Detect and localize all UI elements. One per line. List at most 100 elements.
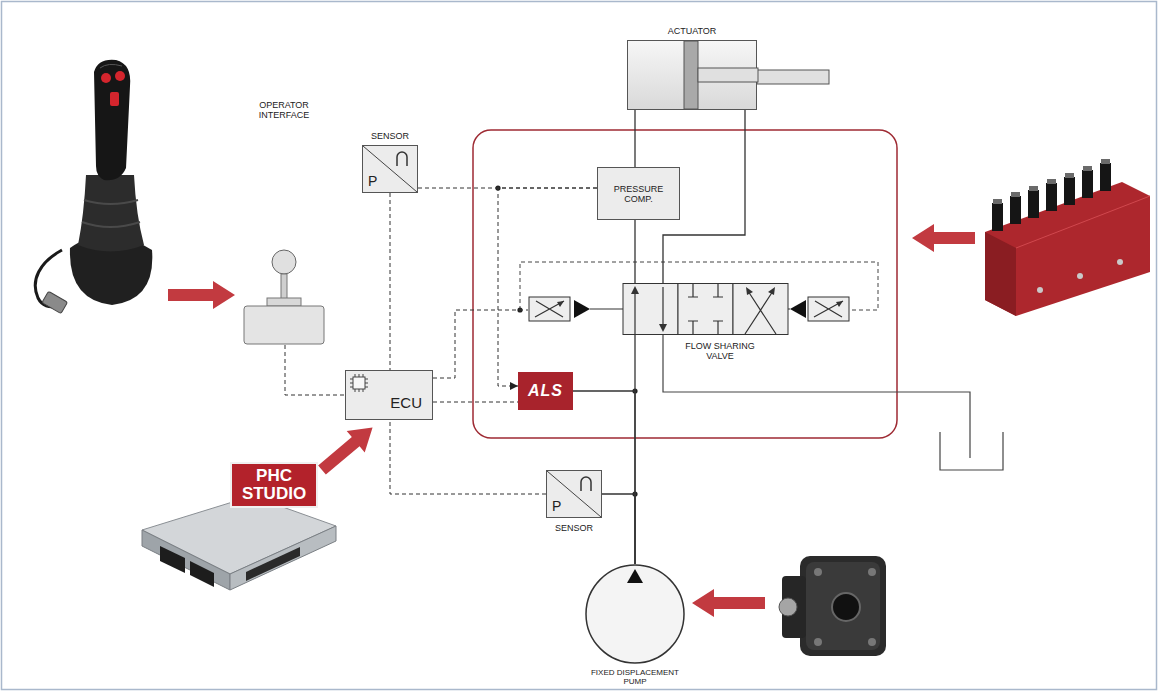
path-shape: [547, 471, 601, 517]
connector-path: [390, 420, 546, 494]
valve-bank-photo: [1011, 192, 1020, 197]
component-label: PRESSURE COMP.: [613, 184, 665, 204]
polygon-shape: [659, 324, 667, 332]
valve-bank-photo: [1065, 173, 1074, 178]
rect-shape: [698, 68, 758, 82]
component-label: SENSOR: [527, 523, 621, 533]
flow-sharing-valve: FLOW SHARING VALVE: [528, 283, 850, 335]
path-shape: [535, 301, 564, 317]
sensor-symbol-letter: P: [552, 499, 561, 514]
pointer-arrow: [313, 417, 382, 481]
valve-bank-photo: [1010, 196, 1021, 224]
pressure-compensator: PRESSURE COMP.: [597, 167, 680, 220]
path-shape: [836, 301, 843, 307]
piston-rod: [757, 70, 829, 84]
path-shape: [581, 477, 591, 491]
valve-bank-photo: [1029, 186, 1038, 191]
polygon-shape: [746, 287, 753, 295]
gear-pump-photo: [814, 568, 822, 576]
joystick-photo: [42, 291, 68, 313]
valve-bank-photo: [985, 232, 1016, 316]
valve-bank-photo: [993, 159, 1110, 204]
actuator-symbol: [628, 41, 756, 109]
ecu-module-photo: [190, 561, 214, 587]
connector-path: [634, 335, 635, 564]
als-logo-box: ALS: [518, 372, 573, 410]
valve-bank-photo: [1101, 159, 1110, 164]
connector-path: [498, 188, 597, 386]
valve-bank-photo: [992, 163, 1111, 231]
signal-line: [418, 188, 597, 189]
rect-shape: [267, 298, 301, 306]
pressure-sensor: PSENSOR: [546, 470, 602, 518]
signal-line: [498, 188, 597, 390]
path-shape: [557, 301, 564, 307]
component-label: OPERATOR INTERFACE: [254, 100, 314, 120]
rect-shape: [244, 306, 324, 344]
polygon-shape: [768, 287, 775, 295]
ecu-module-photo: [142, 530, 230, 590]
gear-pump-photo: [800, 556, 886, 656]
connector-path: [433, 310, 528, 378]
component-label: ACTUATOR: [608, 26, 776, 36]
fixed-displacement-pump: FIXED DISPLACEMENT PUMP: [585, 564, 685, 664]
valve-bank-photo: [1046, 183, 1057, 211]
joystick-photo: [78, 175, 144, 252]
hydraulic-line: [602, 494, 635, 564]
valve-bank-photo: [1077, 273, 1083, 279]
tank-symbol: [940, 432, 1003, 470]
gear-pump-photo: [806, 562, 880, 650]
rect-shape: [529, 297, 570, 321]
pump-symbol: [585, 564, 685, 664]
gear-pump-photo: [832, 593, 860, 621]
joystick-photo: [82, 200, 140, 227]
path-shape: [397, 152, 407, 166]
joystick-photo: [35, 60, 152, 314]
gear-pump-photo: [779, 556, 886, 656]
gear-pump-photo: [814, 638, 822, 646]
valve-bank-photo: [993, 199, 1002, 204]
logo-text: ALS: [528, 382, 563, 400]
polygon-shape: [631, 286, 639, 294]
ecu-module-photo: [160, 546, 185, 573]
path-shape: [635, 287, 663, 334]
tank-symbol: [663, 335, 970, 458]
rect-shape: [281, 274, 287, 300]
joystick-photo: [94, 60, 130, 181]
valve-bank-photo: [1047, 179, 1056, 184]
pointer-arrow: [912, 224, 975, 252]
polygon-shape: [627, 569, 643, 583]
circle-shape: [272, 250, 296, 274]
path-shape: [350, 374, 368, 392]
valve-bank-photo: [1100, 163, 1111, 191]
logo-label: PHC STUDIO: [230, 462, 318, 508]
hydraulic-line: [635, 335, 636, 564]
valve-bank-photo: [1117, 259, 1123, 265]
path-shape: [363, 146, 417, 192]
component-label: FIXED DISPLACEMENT PUMP: [587, 668, 683, 686]
pointer-arrow: [168, 224, 975, 617]
connector-path: [433, 402, 518, 403]
signal-line: [390, 193, 391, 370]
valve-bank-photo: [1037, 287, 1043, 293]
rect-shape: [623, 284, 678, 335]
valve-bank-photo: [1037, 259, 1123, 293]
pointer-arrow: [168, 281, 235, 309]
valve-bank-photo: [1082, 170, 1093, 198]
connector-path: [390, 193, 391, 370]
valve-bank-photo: [1064, 177, 1075, 205]
ecu-module-photo: [142, 496, 336, 590]
ecu-box: ECU: [345, 370, 433, 420]
gear-pump-photo: [779, 598, 797, 616]
operator-interface: OPERATOR INTERFACE: [243, 100, 325, 345]
joystick-photo: [100, 64, 122, 68]
rect-shape: [678, 284, 733, 335]
path-shape: [590, 308, 623, 309]
gear-pump-photo: [868, 638, 876, 646]
pointer-arrow: [692, 589, 765, 617]
path-shape: [814, 301, 843, 317]
